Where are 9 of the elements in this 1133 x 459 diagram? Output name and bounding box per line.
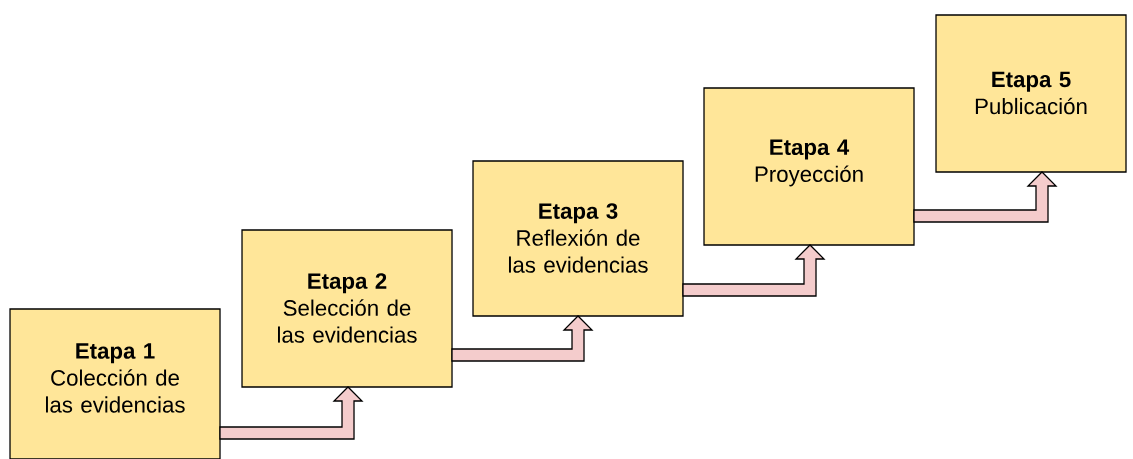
arrow <box>219 386 364 440</box>
arrow <box>913 171 1058 223</box>
stage-box: Etapa 5 Publicación <box>935 14 1127 173</box>
stage-box: Etapa 2 Selección de las evidencias <box>241 229 453 388</box>
stage-box: Etapa 1 Colección de las evidencias <box>9 308 221 459</box>
stage-box: Etapa 4 Proyección <box>703 87 915 246</box>
arrow <box>451 315 594 362</box>
stage-box: Etapa 3 Reflexión de las evidencias <box>472 160 684 317</box>
arrow <box>682 244 826 297</box>
